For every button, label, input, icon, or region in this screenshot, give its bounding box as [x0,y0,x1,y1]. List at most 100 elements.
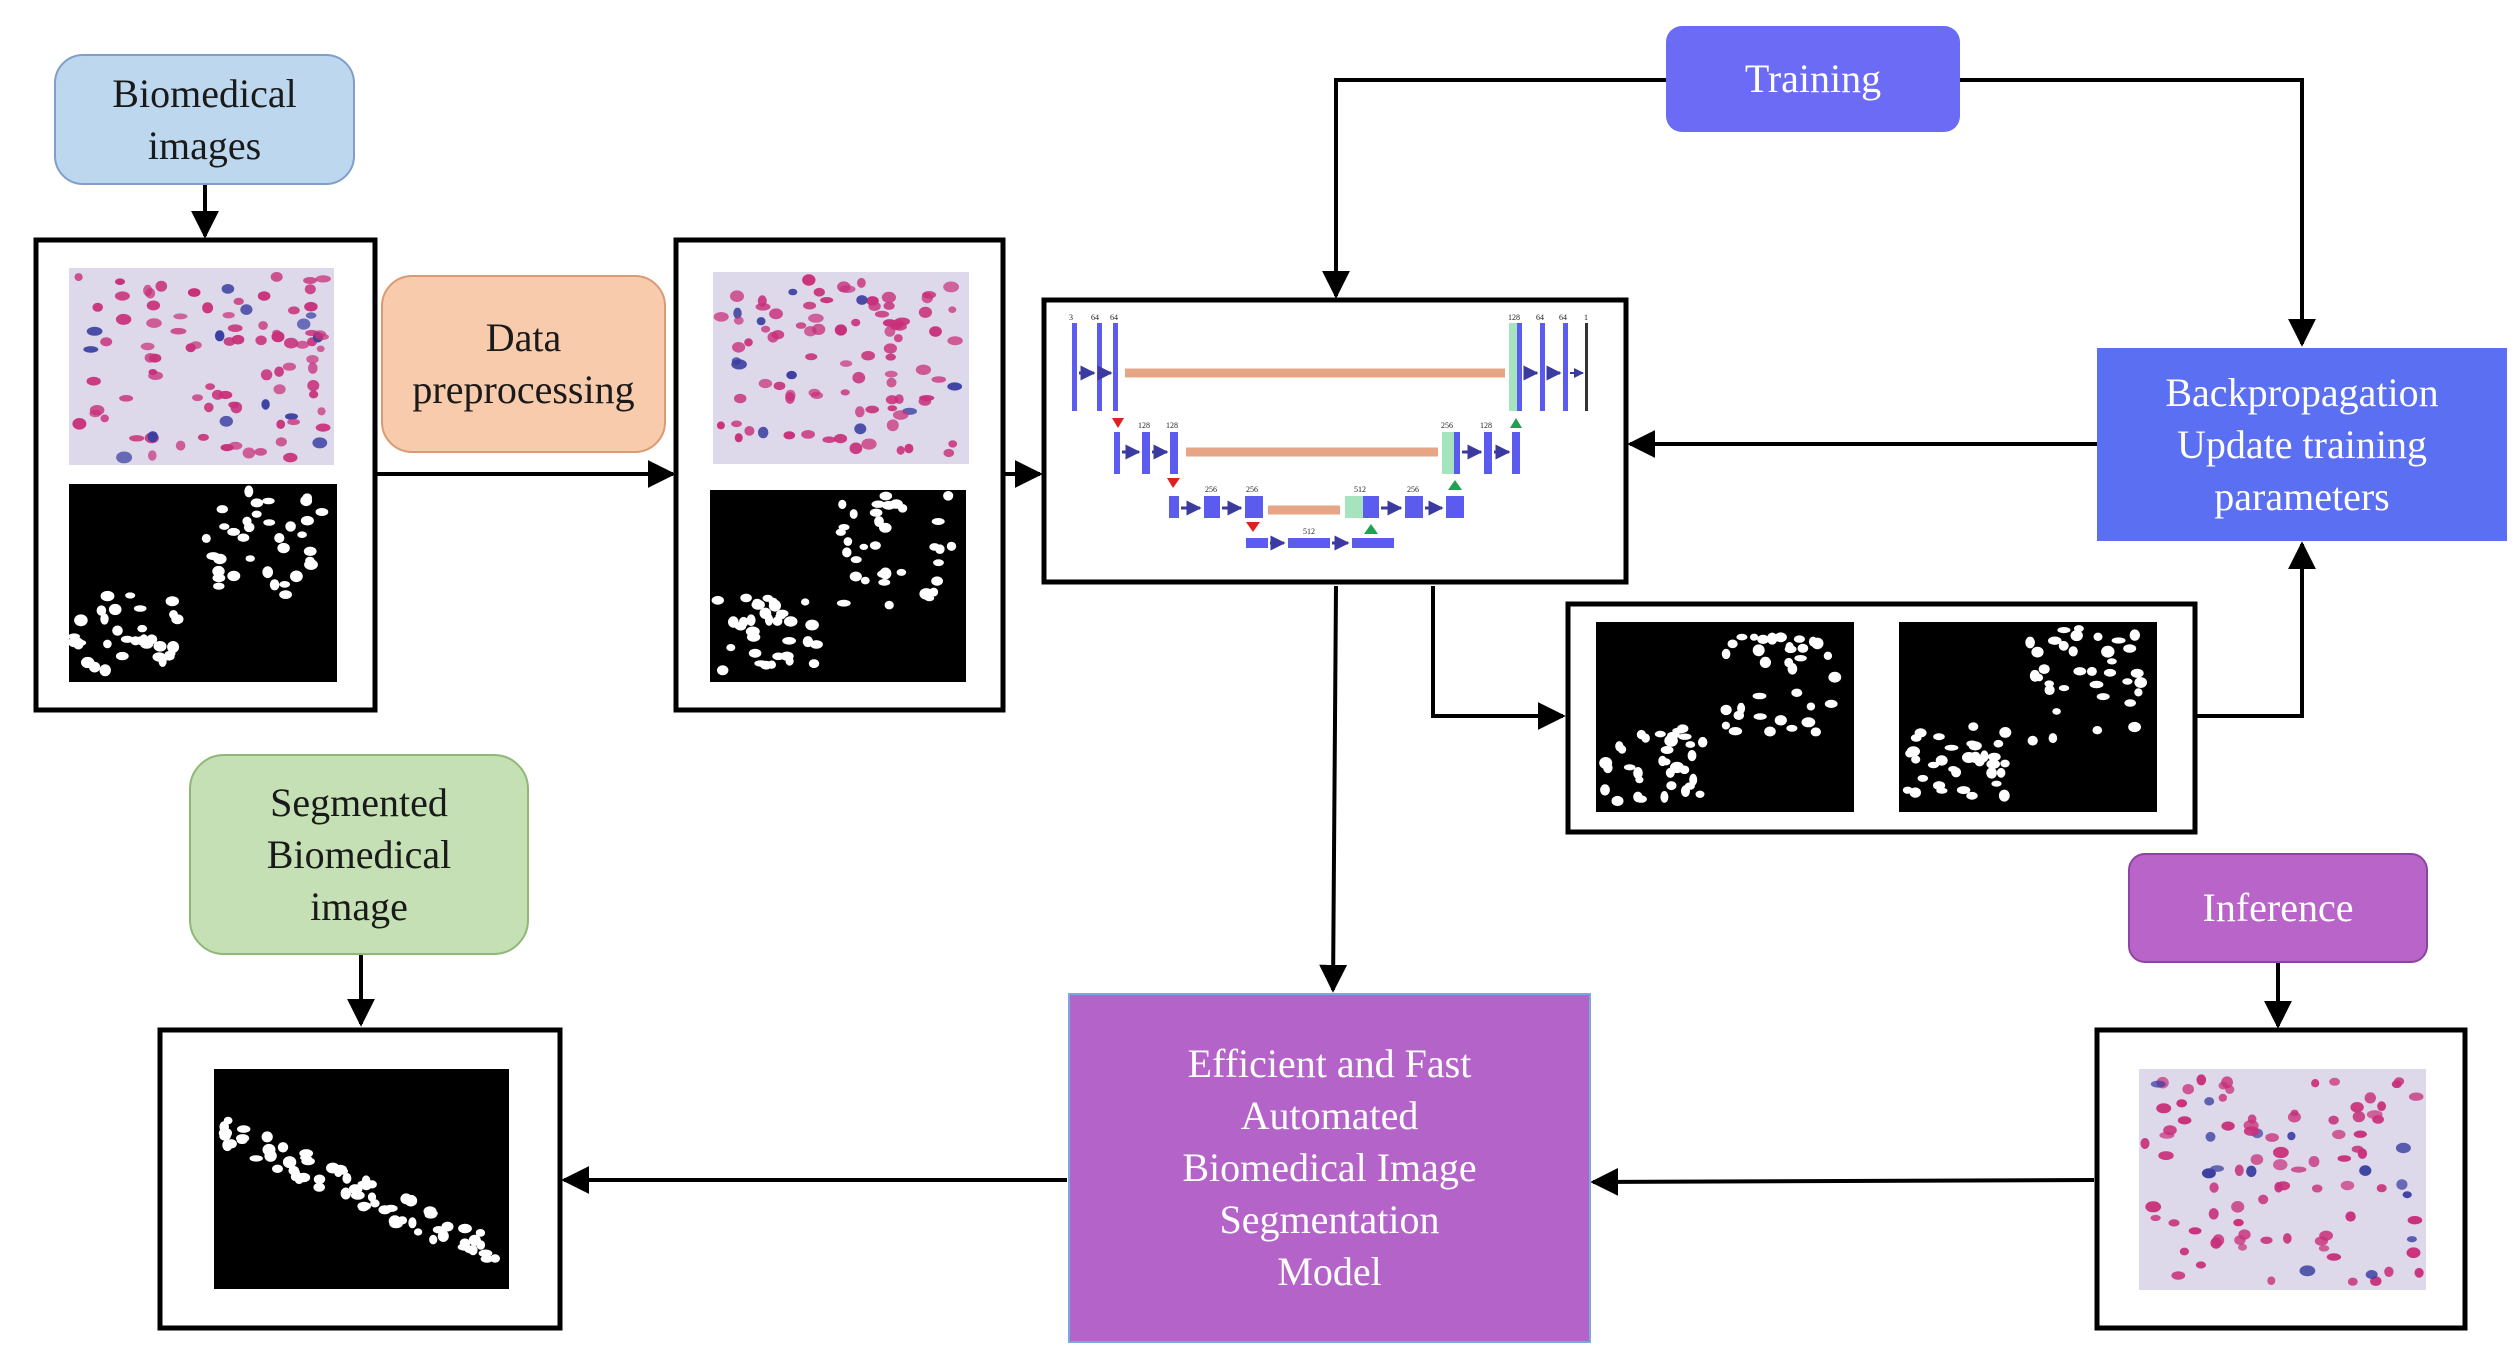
red-cell [2283,1233,2292,1244]
mask-cell [943,491,954,501]
mask-cell [285,521,296,532]
red-cell [773,381,786,391]
mask-cell [2044,684,2055,696]
mask-cell [424,1209,438,1218]
mask-cell [370,1199,380,1208]
mask-cell [1902,786,1913,794]
red-cell [143,284,153,297]
mask-cell [1906,746,1920,757]
red-cell [114,291,130,301]
red-cell [929,326,942,337]
red-cell [2210,1237,2222,1249]
red-cell [820,297,834,304]
red-cell [894,317,910,326]
mask-cell [429,1234,438,1245]
red-cell [2234,1164,2244,1177]
mask-cell [1666,781,1677,791]
red-cell [886,419,899,432]
mask-cell [711,595,724,605]
red-cell [2243,1126,2260,1136]
red-cell [2250,1154,2264,1165]
mask-cell [337,1167,349,1175]
red-cell [204,402,214,413]
mask-cell [1968,722,1979,731]
mask-cell [68,633,80,640]
mask-cell [843,537,853,546]
mask-cell [1914,728,1927,738]
red-cell [2384,1266,2394,1278]
training-box [1666,26,1960,132]
mask-cell [884,600,894,610]
mask-cell [931,576,943,586]
mask-cell [838,499,847,509]
segmented-box [189,754,529,955]
red-cell [2352,1111,2366,1123]
unet-schematic: 3 64 64 128 64 64 1 128 128 256 128 256 … [1069,313,1588,551]
red-cell [2238,1243,2247,1251]
unet-ch-top-right-2: 64 [1559,313,1567,322]
red-cell [260,369,273,381]
mask-cell [1752,644,1765,657]
nucleus-cell [2395,1142,2411,1154]
mask-cell [1728,727,1743,736]
red-cell [155,280,168,292]
red-cell [187,288,201,297]
red-cell [795,322,807,329]
mask-cell [1759,656,1771,669]
unet-ch-top-right-0: 128 [1508,313,1520,322]
mask-cell [2038,664,2050,674]
red-cell [849,442,863,455]
red-cell [2314,1236,2328,1246]
mask-cell [946,541,957,551]
red-cell [2182,1084,2194,1095]
unet-ch-l2-right-0: 256 [1441,421,1453,430]
red-cell [211,389,224,400]
red-cell [2311,1184,2323,1193]
mask-cell [740,593,752,603]
mask-cell [262,566,274,579]
red-cell [2408,1092,2424,1101]
red-cell [851,318,861,327]
mask-cell [745,626,760,637]
unet-ch-l2-right-1: 128 [1480,421,1492,430]
red-cell [254,448,267,456]
mask-cell [100,613,109,625]
mask-cell [277,542,290,554]
tissue-image-inference [2139,1069,2426,1290]
mask-cell [269,579,280,591]
red-cell [74,273,83,282]
mask-cell [313,1182,326,1192]
mask-cell [458,1223,472,1234]
red-cell [2350,1102,2364,1113]
red-cell [2168,1219,2180,1227]
red-cell [731,420,742,428]
mask-cell [357,1180,370,1188]
red-cell [223,337,236,346]
mask-cell [879,491,893,501]
mask-cell [802,636,814,648]
mask-cell [96,605,107,616]
mask-cell [219,523,230,530]
unet-ch-l3-right-0: 512 [1354,485,1366,494]
red-cell [2326,1253,2342,1261]
red-cell [887,405,898,412]
mask-cell [2093,632,2103,641]
mask-cell [213,582,225,590]
red-cell [2329,1077,2341,1086]
red-cell [2406,1247,2421,1258]
mask-cell [805,619,819,631]
mask-cell [237,1125,251,1133]
red-cell [2221,1121,2235,1131]
mask-cell [1986,759,2000,769]
mask-cell [785,656,794,666]
red-cell [192,394,203,402]
mask-cell [1720,704,1732,716]
mask-cell [388,1215,402,1227]
mask-cell [738,616,749,628]
mask-cell [772,652,785,661]
red-cell [295,340,309,349]
nucleus-cell [116,451,133,464]
nucleus-cell [758,426,769,439]
mask-cell [135,636,150,646]
mask-cell [1753,713,1767,720]
